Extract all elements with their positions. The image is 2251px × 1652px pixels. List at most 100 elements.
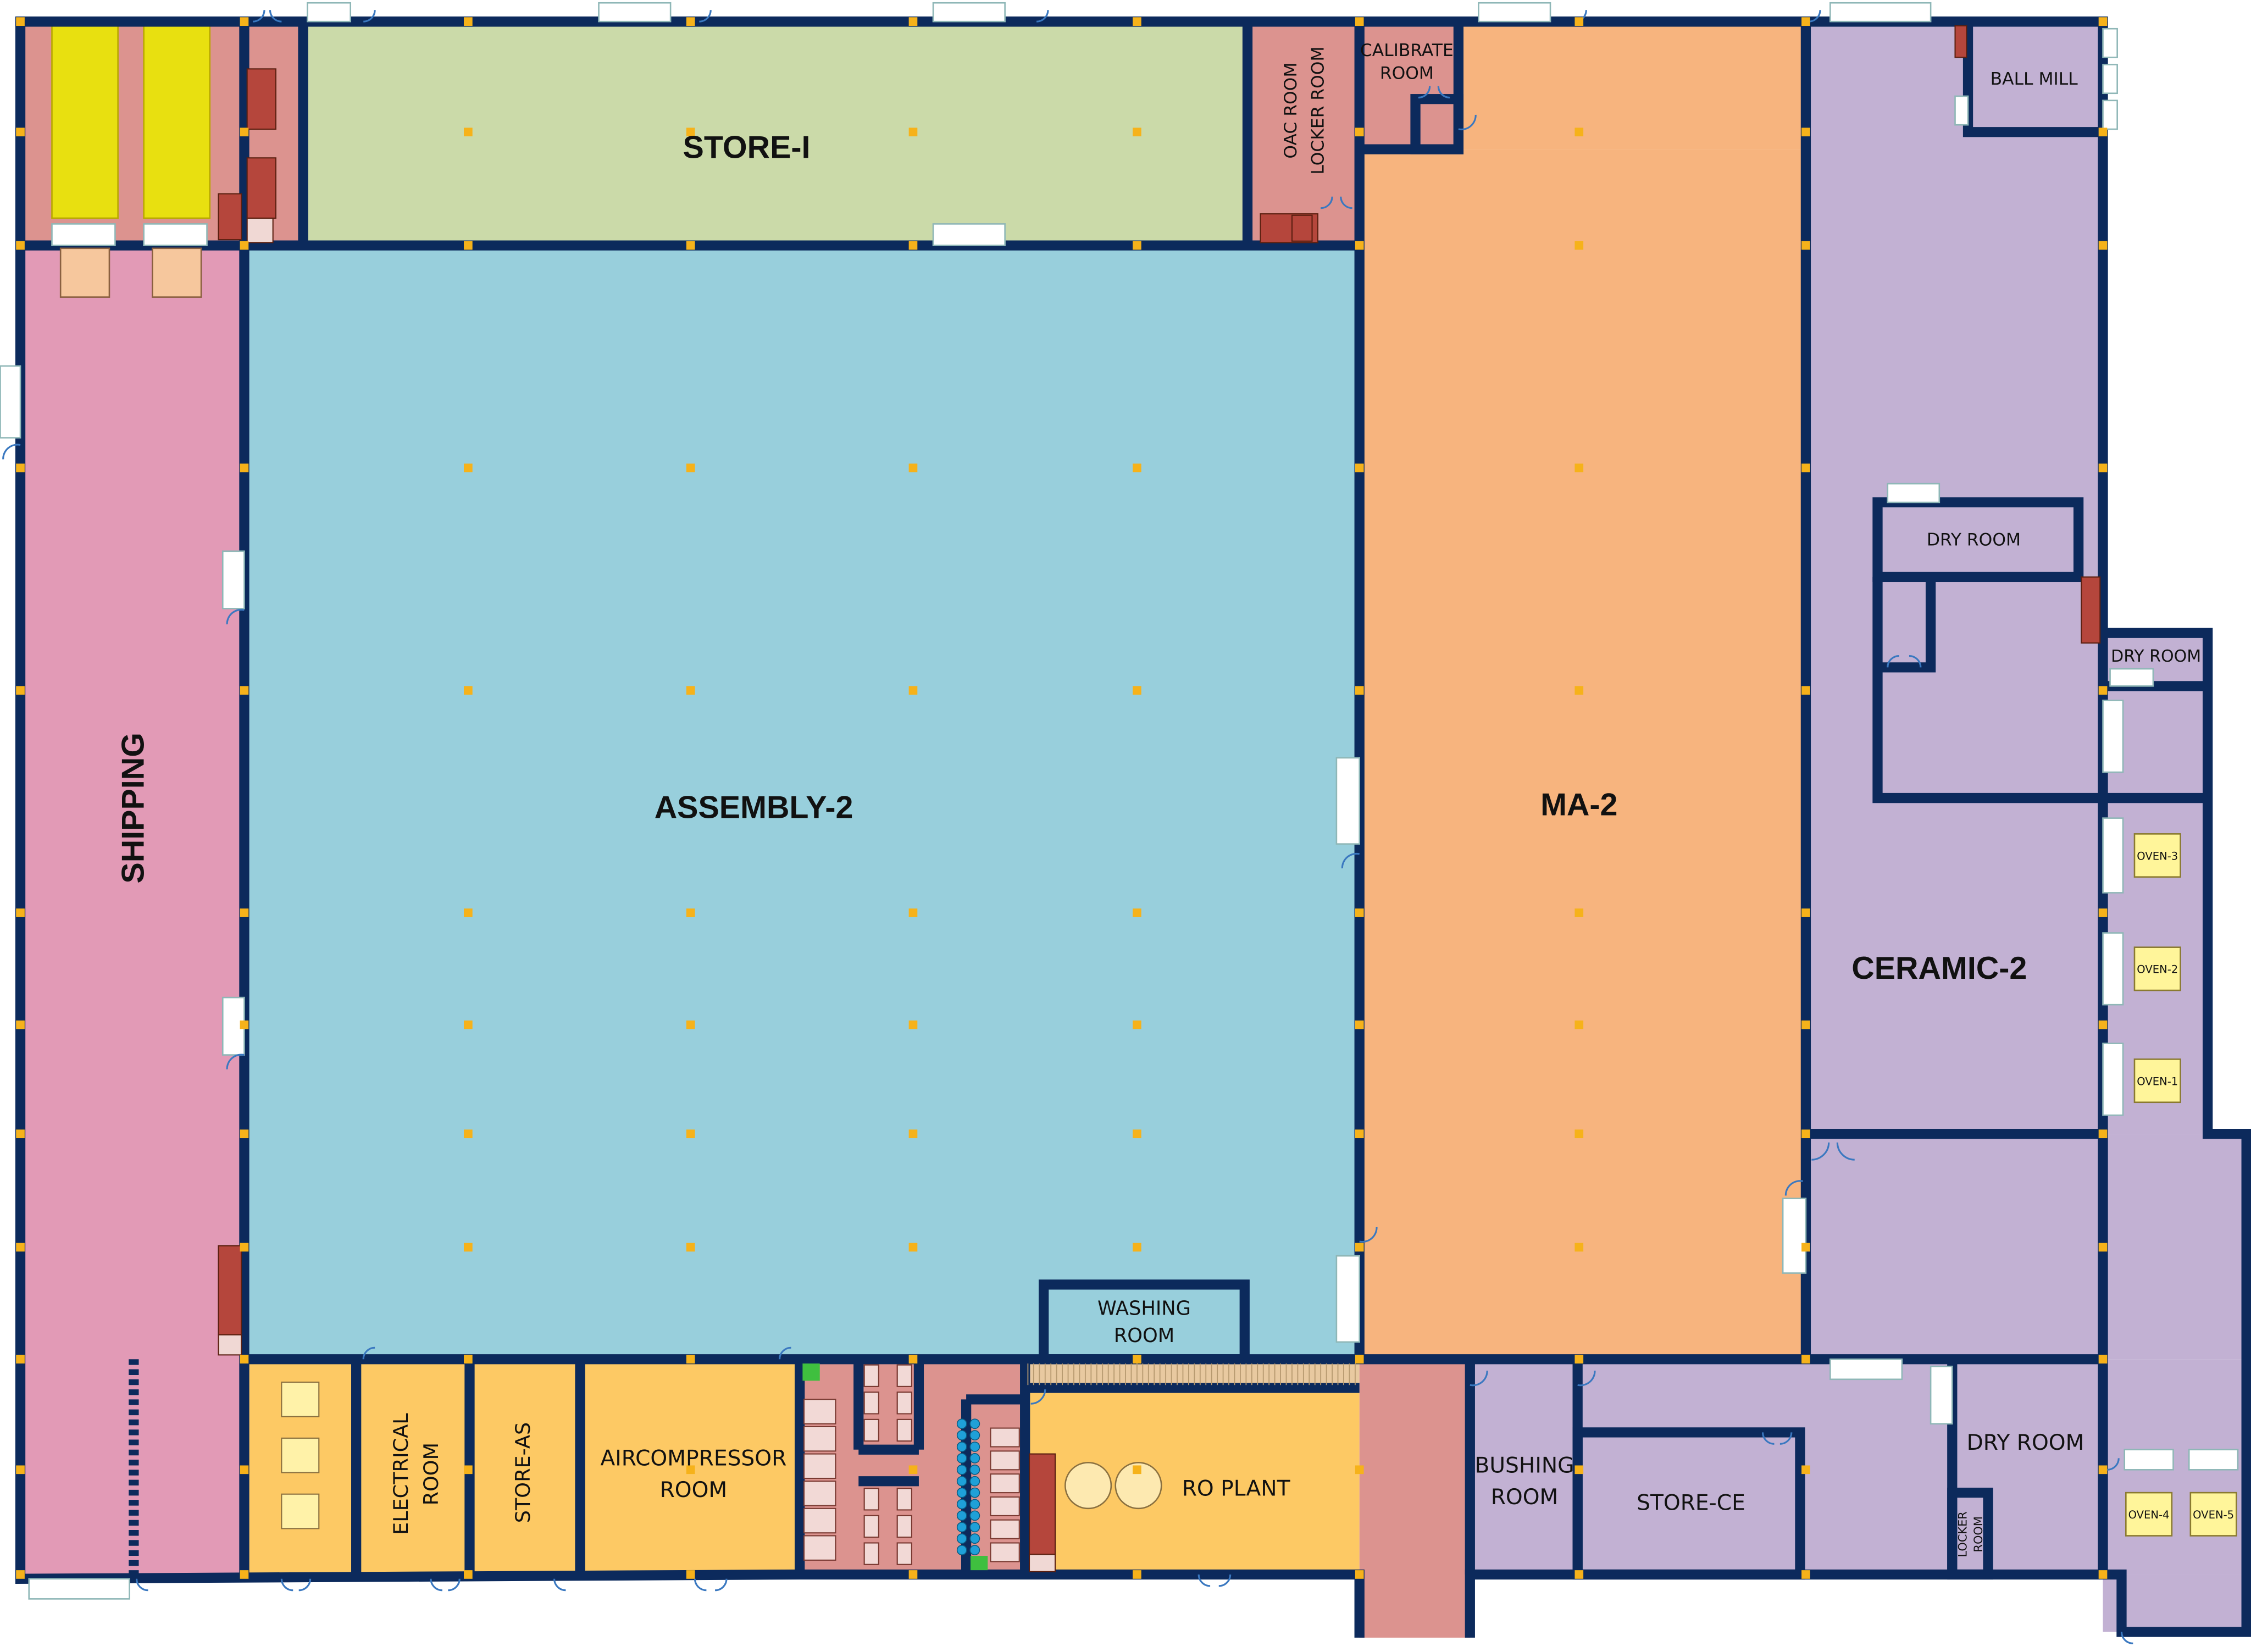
column-marker [1574, 1355, 1584, 1364]
corridor-hatching [1027, 1363, 1356, 1385]
window [1930, 1365, 1953, 1425]
door [1341, 852, 1360, 869]
store-ce-label: STORE-CE [1637, 1490, 1745, 1515]
ball-mill-label: BALL MILL [1991, 69, 2078, 89]
window [2102, 700, 2124, 773]
column-marker [1355, 1243, 1364, 1252]
column-marker [464, 1243, 473, 1252]
wash-basin [969, 1545, 980, 1555]
door [694, 1578, 728, 1592]
column-marker [464, 241, 473, 250]
toilet-stall [803, 1453, 836, 1479]
column-marker [240, 1570, 249, 1579]
toilet-stall [863, 1488, 879, 1511]
bottom-shipping-annex [134, 1359, 245, 1579]
column-marker [908, 1465, 918, 1474]
column-marker [464, 1570, 473, 1579]
column-marker [240, 1020, 249, 1029]
green-unit [970, 1556, 988, 1571]
column-marker [1801, 1355, 1810, 1364]
door [253, 10, 282, 23]
door [1811, 1142, 1855, 1161]
column-marker [1574, 1570, 1584, 1579]
window [1478, 2, 1551, 23]
wash-basins [956, 1418, 980, 1555]
dry-room-2-label: DRY ROOM [2111, 647, 2201, 666]
room-labels: STORE-I OAC ROOM LOCKER ROOM CALIBRATE R… [116, 41, 2201, 1557]
panel-box [281, 1437, 320, 1473]
column-marker [686, 908, 695, 917]
window [0, 365, 21, 439]
oven-3-label: OVEN-3 [2137, 850, 2178, 862]
column-marker [908, 1570, 918, 1579]
column-marker [240, 241, 249, 250]
column-marker [908, 241, 918, 250]
staircase [218, 1245, 242, 1335]
window [51, 223, 116, 246]
column-marker [1355, 1465, 1364, 1474]
column-marker [908, 17, 918, 26]
locker-room-label-1: LOCKER [1956, 1511, 1969, 1557]
ma-2-label: MA-2 [1540, 787, 1617, 822]
column-marker [1355, 908, 1364, 917]
wash-basin [956, 1487, 967, 1498]
wash-basin [956, 1522, 967, 1533]
locker-room-top-label: LOCKER ROOM [1308, 47, 1328, 175]
column-marker [686, 1020, 695, 1029]
column-marker [1355, 17, 1364, 26]
window [932, 223, 1006, 246]
wash-basin [956, 1464, 967, 1475]
door [280, 1578, 312, 1592]
wash-basin [956, 1510, 967, 1521]
wash-basin [956, 1533, 967, 1544]
toilet-stall [863, 1515, 879, 1538]
calibrate-room-area [1359, 21, 1459, 149]
column-marker [2098, 1570, 2108, 1579]
wash-basin [969, 1487, 980, 1498]
window [1887, 483, 1940, 503]
oac-unit [1291, 214, 1313, 242]
door [1418, 86, 1450, 99]
column-marker [2098, 1355, 2108, 1364]
column-marker [240, 1355, 249, 1364]
wash-basin [956, 1476, 967, 1487]
column-marker [240, 1465, 249, 1474]
wash-basin [969, 1418, 980, 1429]
openings [0, 2, 2239, 1600]
window [2102, 1043, 2124, 1116]
window [2102, 932, 2124, 1006]
washing-room-label-1: WASHING [1097, 1297, 1191, 1320]
toilet-stalls [803, 1364, 1020, 1565]
wall-store-ce [1572, 1427, 1805, 1580]
column-marker [1133, 1570, 1141, 1579]
toilet-stall [863, 1364, 879, 1387]
window [2102, 64, 2118, 95]
wash-basin [969, 1453, 980, 1463]
oac-room-label: OAC ROOM [1281, 63, 1301, 159]
ceramic-2-label: CERAMIC-2 [1851, 951, 2027, 986]
wall-dry-room-1-inner [1877, 576, 1936, 673]
column-marker [686, 17, 695, 26]
column-marker [686, 463, 695, 473]
column-marker [1355, 463, 1364, 473]
shipping-area [20, 245, 245, 1579]
door [2120, 1632, 2133, 1644]
locker-room-label-2: ROOM [1972, 1516, 1985, 1552]
column-marker [1133, 463, 1141, 473]
column-marker [1574, 1465, 1584, 1474]
toilet-stall [803, 1535, 836, 1561]
column-marker [908, 127, 918, 137]
column-marker [1133, 1355, 1141, 1364]
oven-5-box [2189, 1492, 2237, 1537]
window [143, 223, 208, 246]
column-marker [1801, 1465, 1810, 1474]
column-marker [1801, 17, 1810, 26]
column-marker [1133, 1129, 1141, 1139]
oven-1-box [2133, 1058, 2181, 1104]
door [1036, 10, 1049, 23]
stairs [218, 25, 2101, 1572]
staircase [1954, 25, 1967, 58]
outer-wall-bottom [1465, 1569, 2103, 1638]
aircompressor-room-label-2: ROOM [660, 1478, 728, 1503]
door [1887, 655, 1922, 668]
